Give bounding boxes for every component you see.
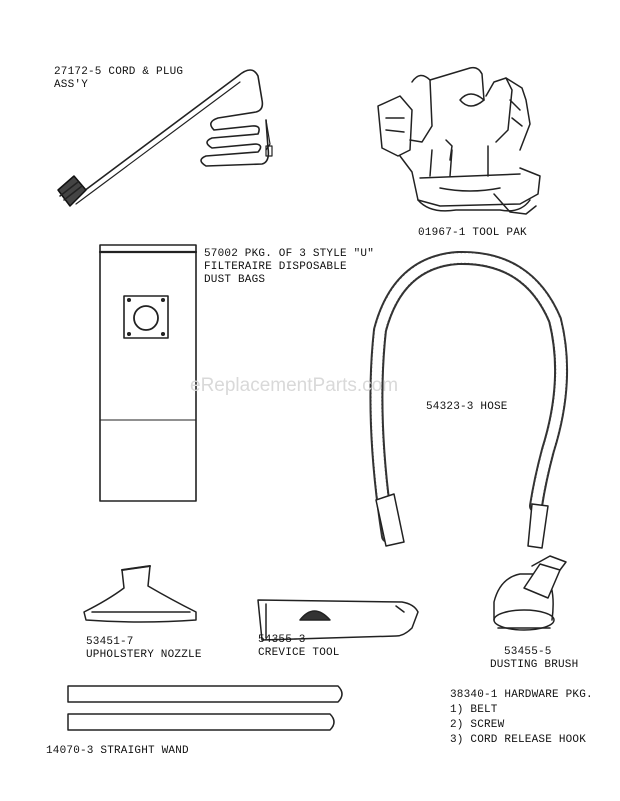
hardware-label-line3: 2) SCREW [450, 719, 505, 731]
hardware-label-line2: 1) BELT [450, 704, 498, 716]
wand-label: 14070-3 STRAIGHT WAND [46, 745, 189, 757]
watermark: eReplacementParts.com [190, 375, 399, 396]
hardware-label-line4: 3) CORD RELEASE HOOK [450, 734, 587, 746]
nozzle-label-line2: UPHOLSTERY NOZZLE [86, 649, 202, 661]
tool-pak-drawing [377, 66, 541, 215]
hose-drawing [369, 250, 569, 549]
crevice-tool-drawing [257, 599, 419, 641]
hardware-label-line1: 38340-1 HARDWARE PKG. [450, 689, 593, 701]
crevice-label-line1: 54355-3 [258, 634, 306, 646]
nozzle-label-line1: 53451-7 [86, 636, 134, 648]
upholstery-nozzle-drawing [83, 565, 197, 623]
bags-label-line2: FILTERAIRE DISPOSABLE [204, 261, 347, 273]
cord-label-line2: ASS'Y [54, 79, 89, 91]
crevice-label-line2: CREVICE TOOL [258, 647, 340, 659]
dusting-brush-drawing [493, 555, 567, 631]
bags-label-line3: DUST BAGS [204, 274, 266, 286]
brush-label-line2: DUSTING BRUSH [490, 659, 579, 671]
cord-plug-drawing [57, 69, 273, 207]
cord-label-line1: 27172-5 CORD & PLUG [54, 66, 184, 78]
hose-label: 54323-3 HOSE [426, 401, 508, 413]
bags-label-line1: 57002 PKG. OF 3 STYLE "U" [204, 248, 375, 260]
brush-label-line1: 53455-5 [504, 646, 552, 658]
dust-bag-drawing [98, 244, 198, 502]
toolpak-label: 01967-1 TOOL PAK [418, 227, 527, 239]
straight-wand-drawing [67, 685, 343, 731]
